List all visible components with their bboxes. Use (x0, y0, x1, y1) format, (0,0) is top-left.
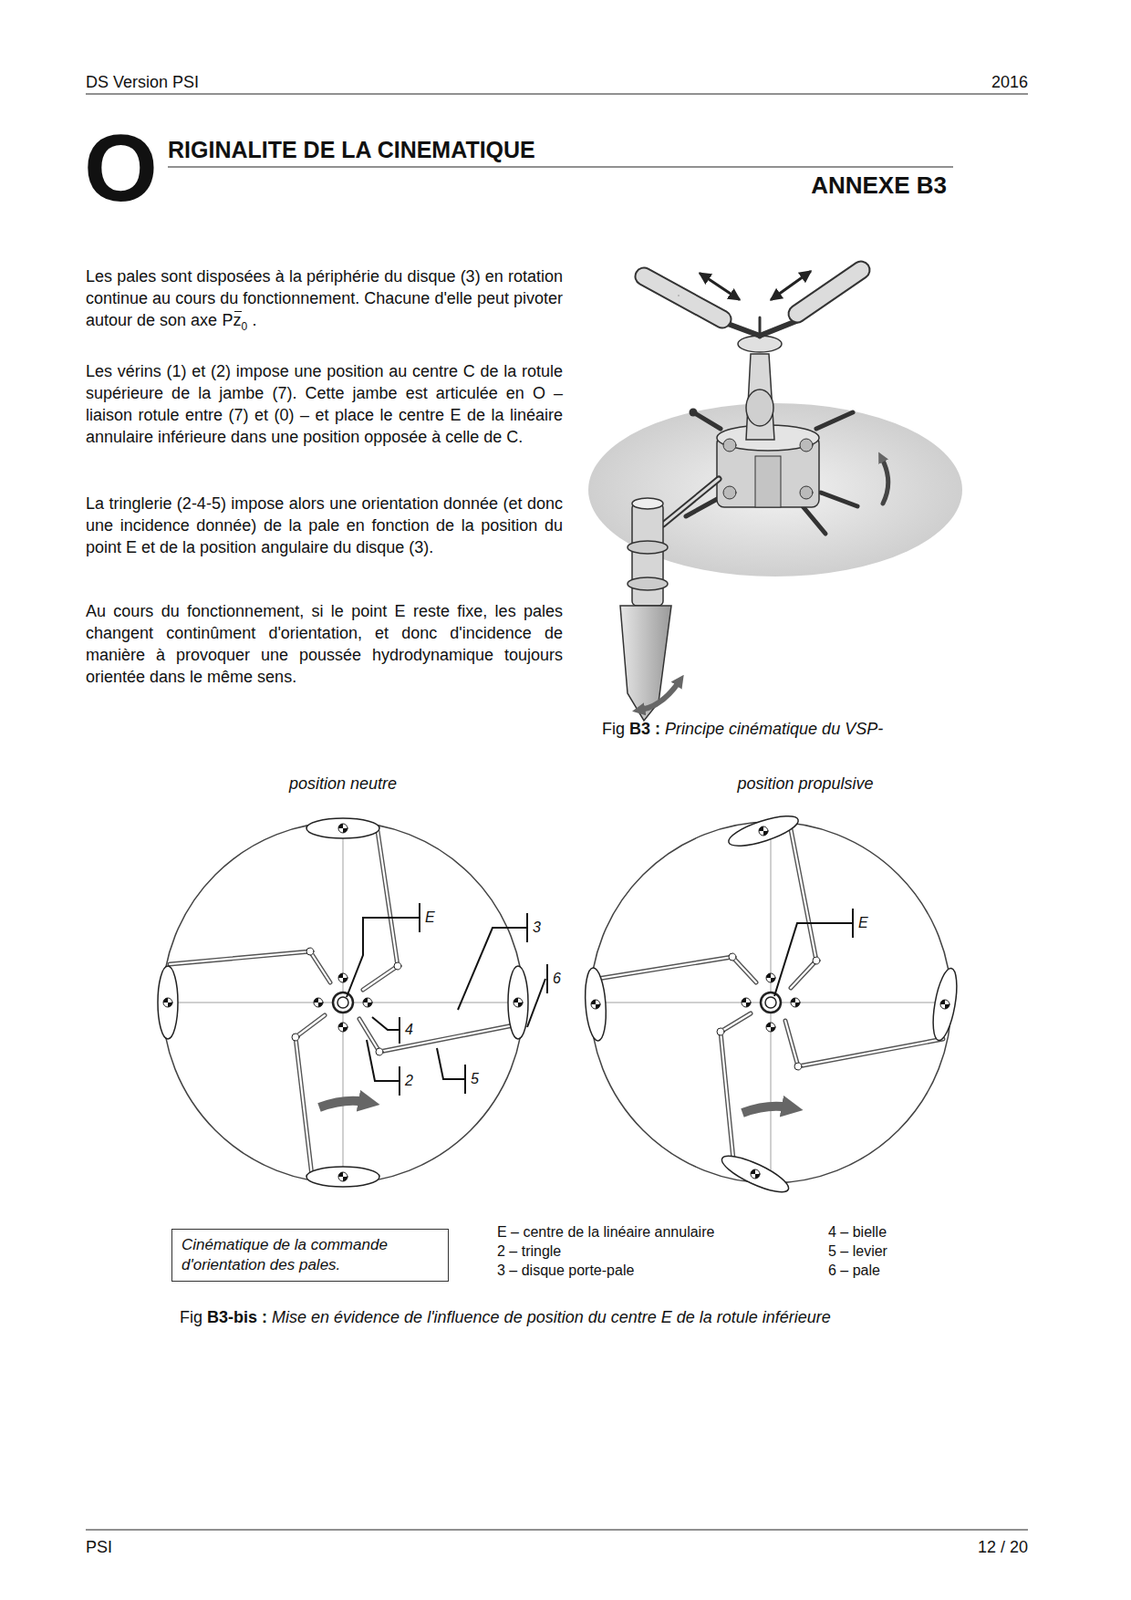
figure-caption: Fig (601, 719, 625, 738)
callout-number: 3 (532, 919, 541, 935)
key-entry-group: 4 – bielle (828, 1222, 887, 1242)
paragraph: Les vérins (1) et (2) impose une positio… (85, 362, 563, 447)
page-number-group: 12 / 20 (977, 1536, 1028, 1557)
section-title-group: RIGINALITE DE LA CINEMATIQUE (167, 135, 536, 164)
key-entry: 5 – levier (828, 1243, 888, 1259)
view-title: position propulsive (736, 774, 873, 793)
rotation-arrow (319, 1100, 365, 1108)
page-number: 12 / 20 (977, 1537, 1028, 1557)
paragraph: Au cours du fonctionnement, si le point … (85, 601, 563, 686)
paragraph: 0 (241, 320, 249, 333)
callout-letter-group: E (425, 908, 436, 927)
figure-caption-group: FigB3 :Principe cinématique du VSP- (601, 718, 888, 739)
figure-caption: Fig (179, 1307, 203, 1327)
callout-number: 6 (552, 970, 561, 986)
figure-caption: B3-bis : (207, 1307, 268, 1327)
key-entry-group: 3 – disque porte-pale (497, 1260, 634, 1280)
key-entry: 3 – disque porte-pale (497, 1262, 634, 1278)
header-rule (85, 93, 1028, 95)
paragraph: . (252, 311, 258, 330)
drop-capital: O (83, 114, 158, 221)
key-entry: 4 – bielle (828, 1224, 887, 1240)
footer-rule (85, 1529, 1028, 1531)
callout-number-group: 3 (532, 918, 541, 937)
view-title-group: position propulsive (736, 773, 873, 794)
paragraph: La tringlerie (2-4-5) impose alors une o… (85, 494, 563, 557)
header-text-group: DS Version PSI (85, 72, 199, 93)
footer-text: PSI (85, 1537, 113, 1557)
footer-text-group: PSI (85, 1536, 113, 1557)
callout-letter: E (858, 914, 869, 931)
key-entry: 6 – pale (828, 1262, 881, 1278)
key-entry-group: 2 – tringle (497, 1241, 561, 1261)
callout-number-group: 6 (552, 969, 561, 988)
leader-lines (346, 902, 853, 1096)
paragraph-group: Les pales sont disposées à la périphérie… (85, 265, 563, 338)
header-year-group: 2016 (991, 72, 1028, 93)
callout-letter: E (425, 909, 436, 925)
view-title: position neutre (289, 774, 397, 793)
box-text: Cinématique de la commande d'orientation… (181, 1234, 439, 1276)
callout-letter-group: E (858, 913, 869, 933)
key-entry-group: 5 – levier (828, 1241, 888, 1261)
callout-number-group: 4 (404, 1020, 414, 1039)
rotation-arrow (742, 1106, 789, 1113)
vsp-illustration (588, 269, 963, 721)
section-title: RIGINALITE DE LA CINEMATIQUE (167, 136, 536, 163)
figure-caption: B3 : (629, 719, 661, 738)
neutral-mechanism (157, 818, 529, 1187)
figure-caption-group: FigB3-bis :Mise en évidence de l'influen… (179, 1307, 836, 1328)
header-text: DS Version PSI (85, 72, 199, 92)
figure-caption: Mise en évidence de l'influence de posit… (271, 1307, 831, 1327)
view-title-group: position neutre (289, 773, 397, 794)
header-year: 2016 (991, 72, 1028, 92)
paragraph: z (233, 309, 242, 332)
caption-box: Cinématique de la commande d'orientation… (171, 1228, 449, 1282)
callout-number: 5 (470, 1070, 479, 1087)
key-entry-group: E – centre de la linéaire annulaire (497, 1222, 715, 1242)
paragraph: P (222, 311, 234, 330)
annex-title-group: ANNEXE B3 (810, 171, 947, 199)
callout-number-group: 2 (404, 1071, 414, 1090)
figure-caption: Principe cinématique du VSP- (664, 719, 883, 738)
key-entry: E – centre de la linéaire annulaire (497, 1224, 715, 1240)
paragraph-group: Les vérins (1) et (2) impose une positio… (85, 360, 563, 448)
key-entry: 2 – tringle (497, 1243, 561, 1259)
callout-number: 2 (404, 1072, 414, 1089)
key-entry-group: 6 – pale (828, 1260, 881, 1280)
annex-title: ANNEXE B3 (810, 171, 947, 199)
paragraph: Les pales sont disposées à la périphérie… (85, 267, 563, 330)
drop-capital-group: O (83, 122, 158, 214)
paragraph-group: Au cours du fonctionnement, si le point … (85, 600, 563, 688)
callout-number: 4 (404, 1021, 414, 1038)
paragraph-group: La tringlerie (2-4-5) impose alors une o… (85, 492, 563, 559)
propulsive-mechanism (582, 809, 962, 1199)
title-rule (167, 166, 954, 168)
callout-number-group: 5 (470, 1069, 479, 1089)
